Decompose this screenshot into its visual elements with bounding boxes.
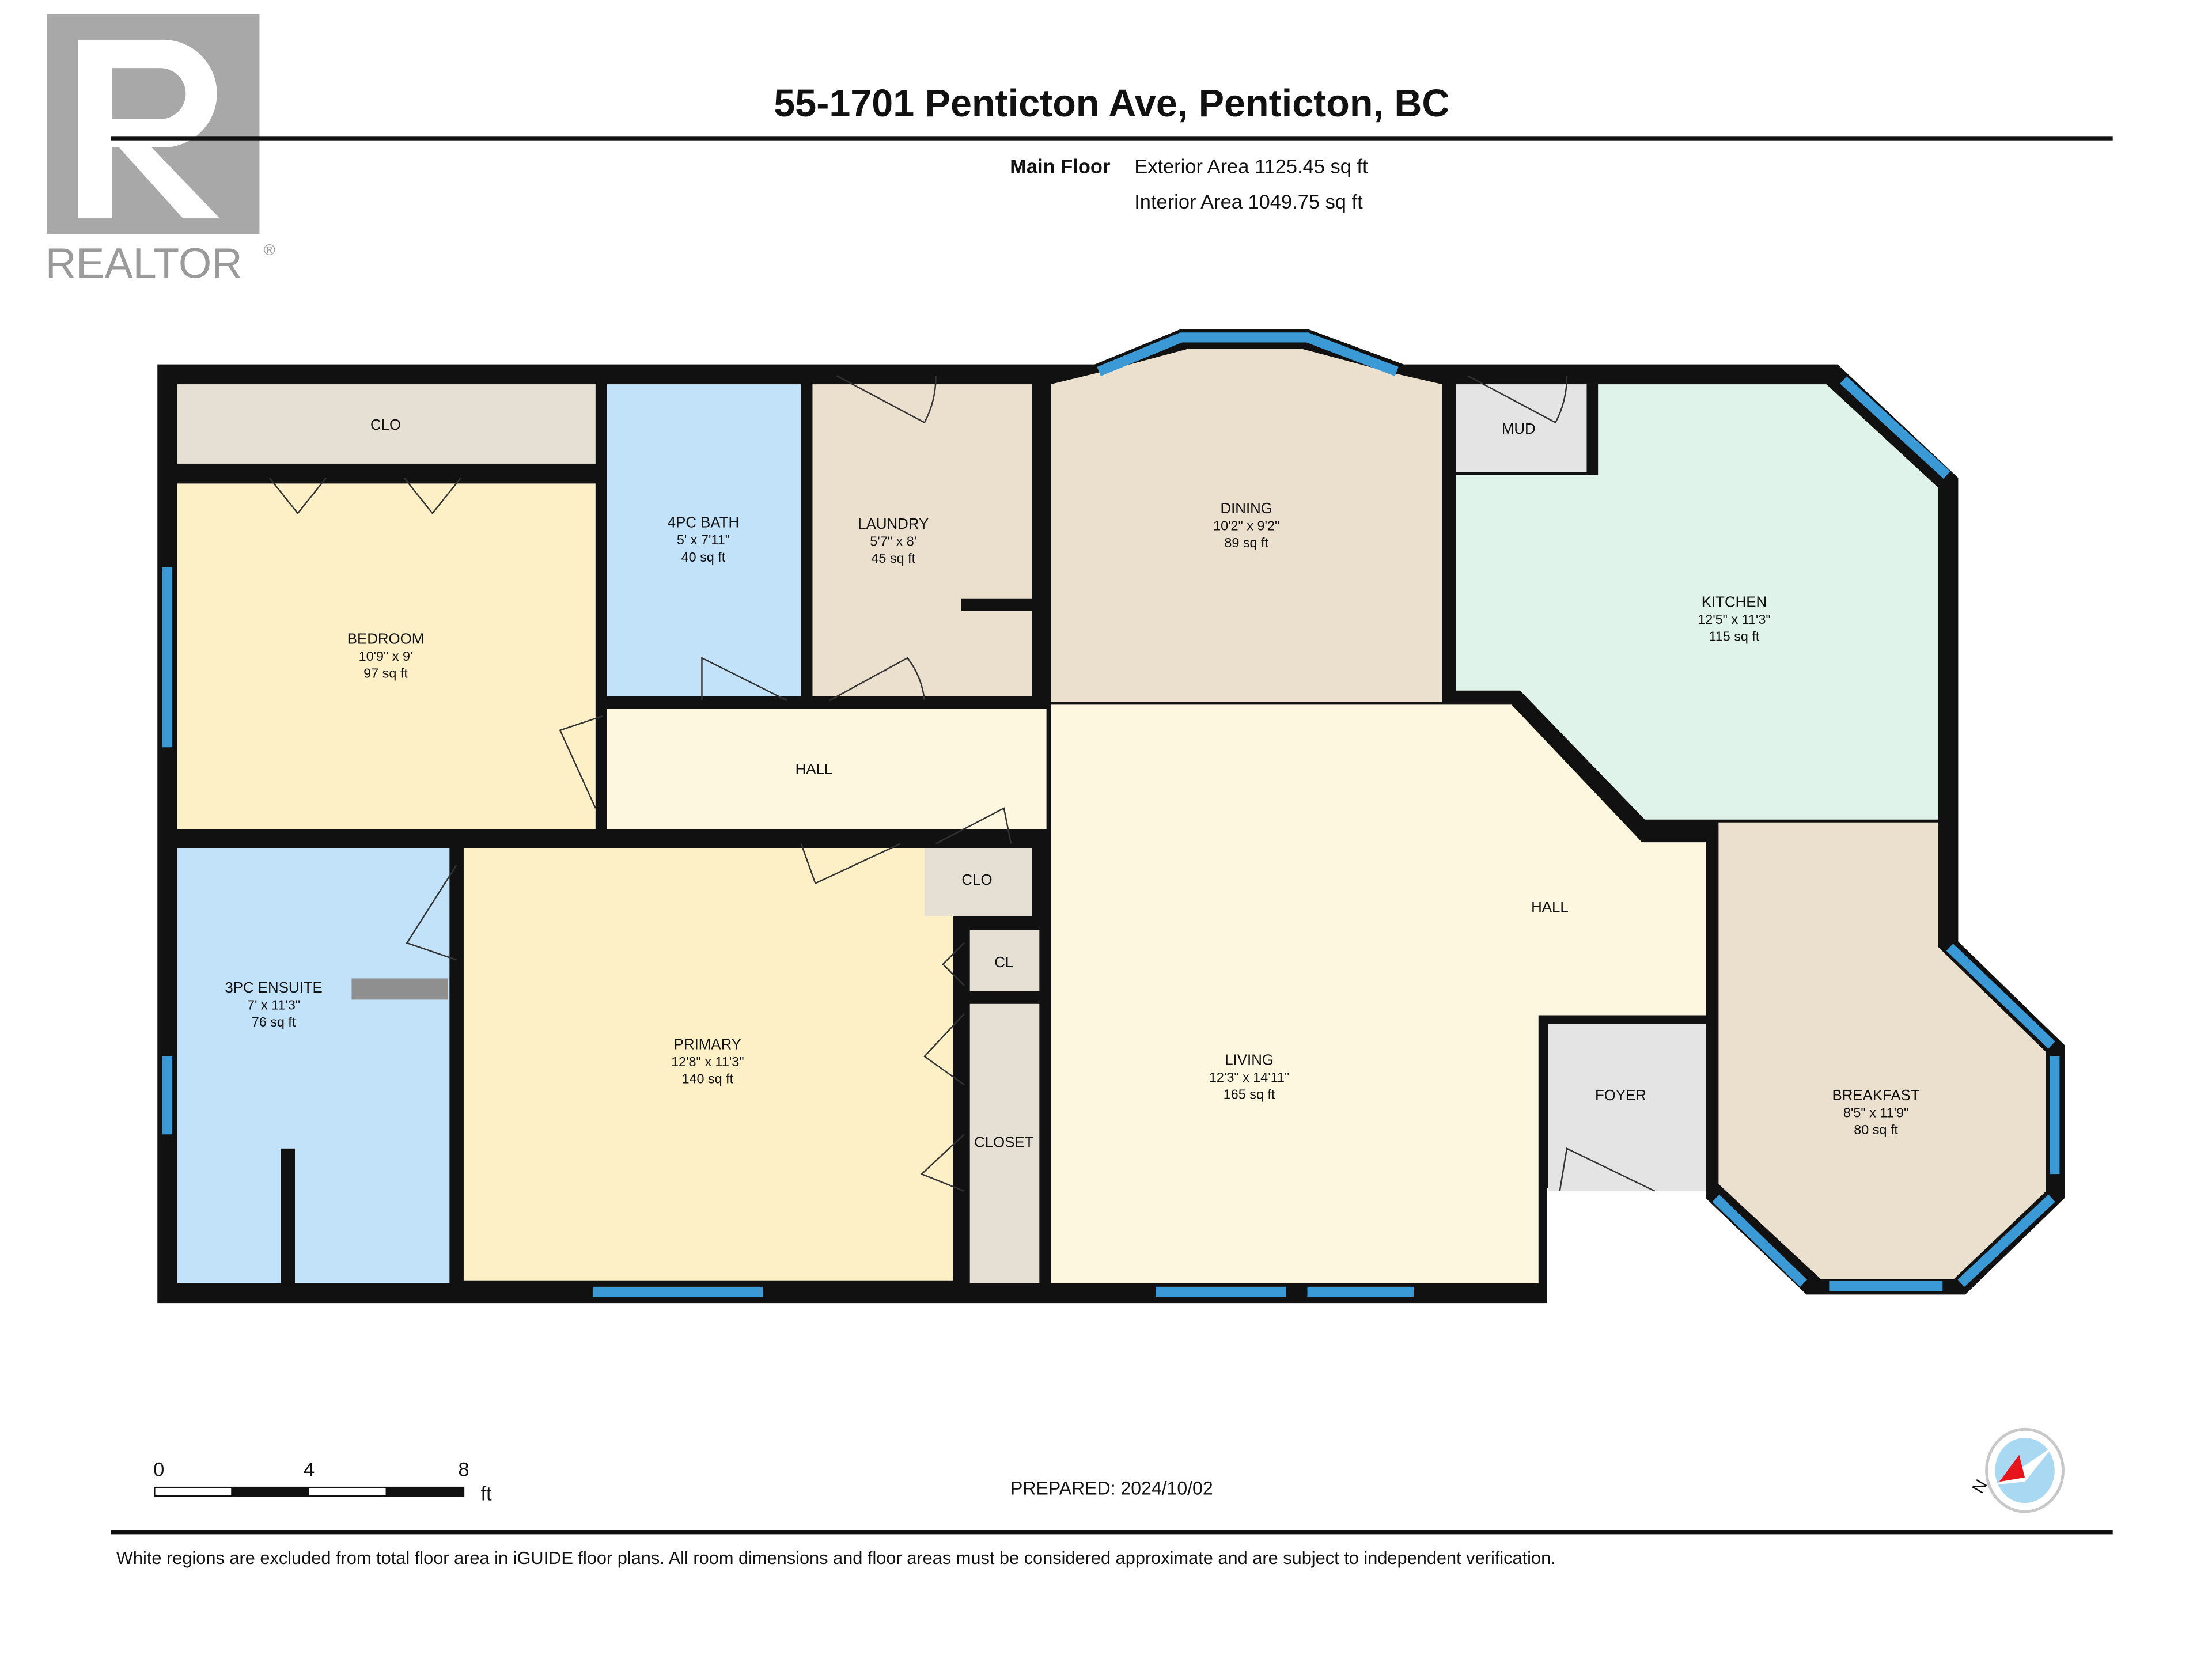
label-hall-west: HALL <box>796 762 833 778</box>
room-living-hall[interactable] <box>1051 704 1706 1283</box>
label-bedroom: BEDROOM <box>347 631 424 647</box>
label-clo-mid: CLO <box>961 872 992 888</box>
interior-area: Interior Area 1049.75 sq ft <box>1134 191 1363 213</box>
label-4pc-bath: 4PC BATH <box>668 515 739 531</box>
dims-4pc-bath: 5' x 7'11" <box>677 532 730 547</box>
label-3pc-ensuite: 3PC ENSUITE <box>225 980 322 996</box>
area-bedroom: 97 sq ft <box>363 666 408 681</box>
label-closet: CLOSET <box>974 1134 1034 1150</box>
compass-icon: N <box>1968 1427 2065 1513</box>
area-breakfast: 80 sq ft <box>1854 1122 1898 1137</box>
label-foyer: FOYER <box>1595 1088 1646 1104</box>
room-clo-mid[interactable] <box>924 848 1032 916</box>
page-title: 55-1701 Penticton Ave, Penticton, BC <box>774 82 1449 125</box>
prepared-date: PREPARED: 2024/10/02 <box>1010 1478 1213 1498</box>
label-clo-top: CLO <box>370 417 401 433</box>
label-laundry: LAUNDRY <box>858 516 929 532</box>
doors <box>268 375 1656 1192</box>
room-labels: CLO BEDROOM 10'9" x 9' 97 sq ft 4PC BATH… <box>225 417 1920 1151</box>
scale-bar: 0 4 8 ft <box>153 1459 492 1505</box>
dims-bedroom: 10'9" x 9' <box>359 649 413 664</box>
scale-tick-0: 0 <box>153 1459 164 1480</box>
room-breakfast[interactable] <box>1718 822 2046 1279</box>
area-laundry: 45 sq ft <box>871 551 915 566</box>
label-cl: CL <box>994 955 1013 971</box>
label-breakfast: BREAKFAST <box>1832 1088 1920 1104</box>
room-kitchen[interactable] <box>1456 384 1938 820</box>
floor-label: Main Floor <box>1010 156 1110 177</box>
ensuite-vanity <box>351 978 448 1000</box>
rooms <box>177 349 2046 1283</box>
realtor-logo: REALTOR ® <box>46 14 275 287</box>
room-laundry[interactable] <box>812 384 1032 696</box>
scale-tick-4: 4 <box>304 1459 315 1480</box>
area-4pc-bath: 40 sq ft <box>681 550 726 565</box>
label-living: LIVING <box>1225 1052 1274 1069</box>
room-clo-top[interactable] <box>177 384 596 464</box>
scale-tick-8: 8 <box>458 1459 469 1480</box>
footer-disclaimer: White regions are excluded from total fl… <box>116 1548 1556 1568</box>
windows <box>162 332 2060 1297</box>
realtor-logo-text: REALTOR <box>46 239 243 287</box>
dims-living: 12'3" x 14'11" <box>1209 1070 1289 1085</box>
label-kitchen: KITCHEN <box>1702 594 1767 611</box>
header-rule <box>111 136 2113 141</box>
area-3pc-ensuite: 76 sq ft <box>252 1014 296 1029</box>
ensuite-wall-stub <box>281 1148 295 1283</box>
exterior-area: Exterior Area 1125.45 sq ft <box>1134 156 1368 177</box>
dims-kitchen: 12'5" x 11'3" <box>1698 612 1770 627</box>
area-primary: 140 sq ft <box>681 1071 733 1086</box>
room-primary[interactable] <box>463 848 953 1281</box>
label-hall-east: HALL <box>1531 899 1569 915</box>
laundry-wall-stub <box>961 598 1032 611</box>
dims-primary: 12'8" x 11'3" <box>671 1054 744 1069</box>
footer-rule <box>111 1530 2113 1535</box>
room-bedroom[interactable] <box>177 483 596 830</box>
room-dining[interactable] <box>1051 349 1442 702</box>
label-mud: MUD <box>1502 421 1536 437</box>
label-primary: PRIMARY <box>674 1037 741 1053</box>
dims-breakfast: 8'5" x 11'9" <box>1843 1105 1908 1120</box>
svg-text:®: ® <box>264 241 275 259</box>
dims-3pc-ensuite: 7' x 11'3" <box>247 998 300 1013</box>
area-dining: 89 sq ft <box>1224 535 1268 550</box>
scale-unit: ft <box>480 1483 492 1505</box>
room-cl[interactable] <box>969 930 1040 991</box>
dims-laundry: 5'7" x 8' <box>870 534 916 549</box>
label-dining: DINING <box>1220 501 1272 517</box>
dims-dining: 10'2" x 9'2" <box>1213 518 1279 533</box>
room-hall-west[interactable] <box>607 709 1047 830</box>
area-kitchen: 115 sq ft <box>1709 629 1759 644</box>
room-3pc-ensuite[interactable] <box>177 848 450 1283</box>
room-4pc-bath[interactable] <box>607 384 801 696</box>
room-foyer[interactable] <box>1548 1024 1706 1191</box>
area-living: 165 sq ft <box>1224 1087 1275 1102</box>
room-closet[interactable] <box>969 1003 1040 1283</box>
